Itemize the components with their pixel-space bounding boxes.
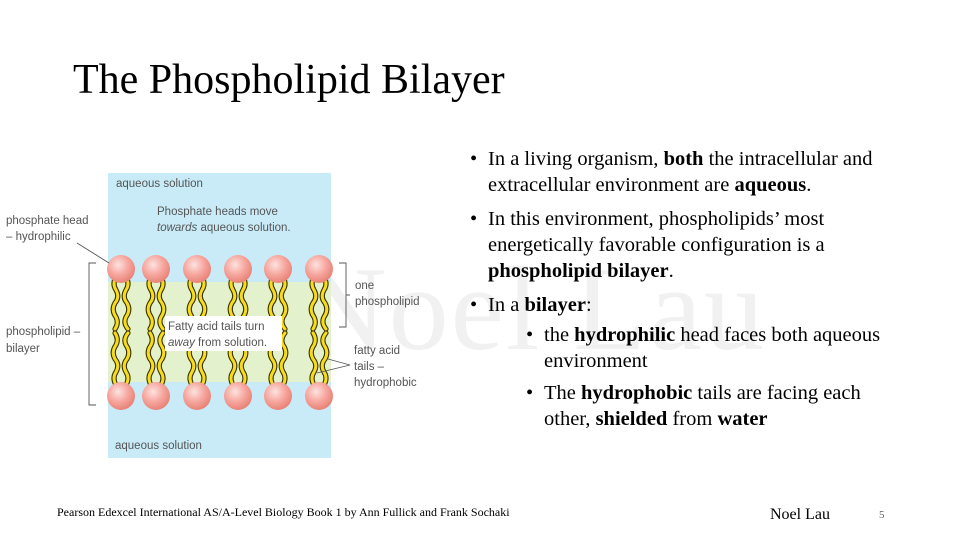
slide-title: The Phospholipid Bilayer (73, 57, 505, 103)
tails-turn-line2: away from solution. (168, 337, 267, 349)
one-phospholipid-label-1: one (355, 280, 374, 292)
bottom-phosphate-heads (107, 382, 333, 410)
phospholipid-bilayer-diagram: Fatty acid tails turn away from solution… (6, 173, 420, 458)
fatty-acid-label-2: tails – (354, 361, 385, 373)
bilayer-label-1: phospholipid – (6, 326, 81, 338)
bullet-favorable-configuration: In this environment, phospholipids’ most… (468, 206, 908, 284)
bullet-aqueous-environment: In a living organism, both the intracell… (468, 146, 908, 198)
tails-callout-box (165, 316, 282, 351)
sub-bullet-hydrophilic-head: the hydrophilic head faces both aqueous … (524, 322, 908, 374)
top-phosphate-heads (107, 255, 333, 283)
author-name: Noel Lau (770, 506, 830, 523)
bilayer-label-2: bilayer (6, 343, 40, 355)
page-number: 5 (879, 509, 885, 521)
bullet-in-a-bilayer: In a bilayer: the hydrophilic head faces… (468, 292, 908, 432)
fatty-acid-label-1: fatty acid (354, 345, 400, 357)
fatty-acid-pointer (316, 358, 351, 374)
heads-move-line1: Phosphate heads move (157, 206, 278, 218)
one-phospholipid-label-2: phospholipid (355, 296, 420, 308)
phosphate-head-label-1: phosphate head (6, 215, 89, 227)
phosphate-head-pointer (76, 242, 110, 264)
bilayer-bracket (88, 262, 96, 406)
one-phospholipid-bracket (339, 262, 350, 328)
bullet-list: In a living organism, both the intracell… (468, 146, 908, 440)
aqueous-bottom-label: aqueous solution (115, 440, 202, 452)
aqueous-top-label: aqueous solution (116, 178, 203, 190)
heads-move-line2: towards aqueous solution. (157, 222, 291, 234)
sub-bullet-hydrophobic-tails: The hydrophobic tails are facing each ot… (524, 380, 908, 432)
phosphate-head-label-2: – hydrophilic (6, 231, 71, 243)
source-citation: Pearson Edexcel International AS/A-Level… (57, 505, 510, 519)
tails-turn-line1: Fatty acid tails turn (168, 321, 265, 333)
fatty-acid-label-3: hydrophobic (354, 377, 417, 389)
